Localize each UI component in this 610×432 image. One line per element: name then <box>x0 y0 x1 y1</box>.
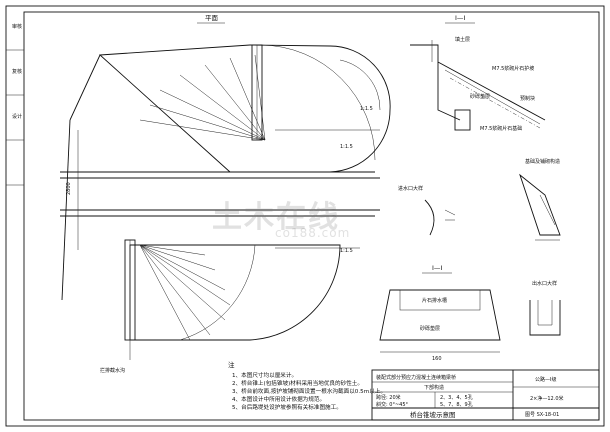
seal-title: 基础及铺砌构造 <box>525 158 560 165</box>
side-label-design: 设计 <box>12 113 22 120</box>
dim-160: 160 <box>432 356 442 362</box>
inlet-title: 进水口大样 <box>398 185 423 192</box>
tb-load: 公路—I级 <box>535 376 556 383</box>
side-label-check: 复核 <box>12 68 22 75</box>
watermark-main: 土木在线 <box>212 200 340 235</box>
dim-2800: 2800 <box>66 182 72 195</box>
tb-param-label-1: 跨径: 20米 <box>376 394 401 401</box>
note-line-5: 5、台后路堤处设护坡参照有关标准图施工。 <box>232 403 342 411</box>
label-slab: 预制块 <box>520 95 535 102</box>
label-fill: 填土层 <box>455 36 470 43</box>
top-cone-outline <box>98 44 391 173</box>
inner-frame <box>23 11 600 421</box>
note-line-4: 4、本图设计中所用设计依据为规范。 <box>232 395 325 403</box>
section-slope <box>410 44 546 121</box>
slope-label-right: 1:1.5 <box>360 106 373 112</box>
label-gravel: 砂砾垫层 <box>470 93 490 100</box>
note-line-1: 1、本图尺寸均以厘米计。 <box>232 371 297 379</box>
title-block <box>371 369 600 421</box>
side-label-review: 审核 <box>12 23 22 30</box>
section-top-title: I—I <box>455 14 465 22</box>
bottom-cone-outline <box>129 244 341 341</box>
tb-subject: 下部构造 <box>424 384 444 391</box>
slope-label-bottom: 1:1.5 <box>340 248 353 254</box>
outlet-title: 出水口大样 <box>532 280 557 287</box>
tb-param-val-1: 2、3、4、5孔 <box>440 394 473 401</box>
slope-label-top: 1:1.5 <box>340 144 353 150</box>
notes-heading: 注 <box>228 360 235 369</box>
tb-width: 2×净—12.0米 <box>530 395 564 402</box>
label-masonry: M7.5浆砌片石护坡 <box>492 65 534 72</box>
ditch-label: 拦排截水沟 <box>100 367 125 374</box>
tb-project: 装配式部分预应力混凝土连续箱梁桥 <box>376 374 456 381</box>
inlet-detail <box>424 199 435 236</box>
tb-drawing-name: 桥台锥坡示意图 <box>410 410 456 419</box>
tb-sheet: 图号 SX-18-01 <box>525 412 559 418</box>
plan-title: 平面 <box>205 14 219 22</box>
section-bottom-title: I—I <box>432 264 442 272</box>
tb-param-label-2: 斜交: 0°~45° <box>376 401 409 408</box>
note-line-3: 3、桥台前坎面,按护坡铺砌面设置一根水沟截面以0.5m以上。 <box>232 387 386 395</box>
note-line-2: 2、桥台锥上(包括锥坡)材料采用当地优良的砂性土。 <box>232 379 363 387</box>
tb-param-val-2: 5、7、8、9孔 <box>440 401 473 408</box>
outer-frame <box>5 5 605 427</box>
seal-detail <box>519 173 561 236</box>
watermark-sub: co188.com <box>275 226 351 240</box>
label-base: M7.5浆砌片石基础 <box>480 125 522 132</box>
outlet-detail <box>529 300 561 336</box>
label-drain-pipe: 片石排水槽 <box>422 297 447 304</box>
label-gravel2: 砂砾垫层 <box>420 325 440 332</box>
